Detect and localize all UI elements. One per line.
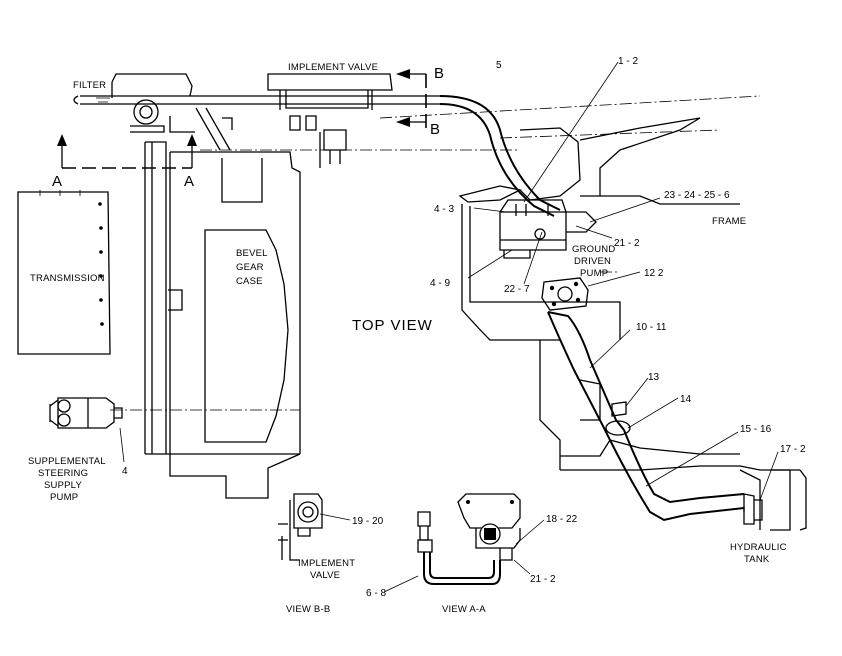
callout-18-22: 18 - 22 [546, 514, 578, 525]
section-arrow-b [396, 69, 427, 128]
steering-label: STEERING [38, 468, 88, 479]
section-a-right: A [184, 173, 195, 190]
callout-19-20: 19 - 20 [352, 516, 384, 527]
labels: FILTER IMPLEMENT VALVE B B A A TRANSMISS… [28, 62, 787, 615]
top-view-label: TOP VIEW [352, 317, 433, 334]
case-label: CASE [236, 276, 263, 287]
callout-21-2-bottom: 21 - 2 [530, 574, 556, 585]
callout-4-9: 4 - 9 [430, 278, 450, 289]
supply-label: SUPPLY [44, 480, 82, 491]
callout-22-7: 22 - 7 [504, 284, 530, 295]
centerlines [110, 95, 761, 411]
callout-5: 5 [496, 60, 502, 71]
transmission-label: TRANSMISSION [30, 273, 105, 284]
supplemental-label: SUPPLEMENTAL [28, 456, 106, 467]
tank-label: TANK [744, 554, 770, 565]
section-b-upper: B [434, 65, 445, 82]
tube-5 [439, 95, 561, 217]
callout-17-2: 17 - 2 [780, 444, 806, 455]
callouts: 1 - 2 5 4 - 3 4 - 9 22 - 7 23 - 24 - 25 … [122, 56, 806, 599]
ground-driven-pump [499, 199, 597, 259]
implement-valve-label: IMPLEMENT VALVE [288, 62, 378, 73]
gear-label: GEAR [236, 262, 264, 273]
view-bb-label: VIEW B-B [286, 604, 330, 615]
bevel-gear-case [144, 116, 301, 499]
callout-1-2: 1 - 2 [618, 56, 638, 67]
callout-13: 13 [648, 372, 660, 383]
callout-4: 4 [122, 466, 128, 477]
upper-lines [73, 95, 440, 151]
transmission-housing [17, 190, 111, 355]
ground-label: GROUND [572, 244, 615, 255]
hydraulic-label: HYDRAULIC [730, 542, 787, 553]
callout-15-16: 15 - 16 [740, 424, 772, 435]
driven-label: DRIVEN [574, 256, 611, 267]
valve-bb-label: VALVE [310, 570, 340, 581]
bevel-label: BEVEL [236, 248, 268, 259]
callout-14: 14 [680, 394, 692, 405]
frame-label: FRAME [712, 216, 746, 227]
callout-21-2-top: 21 - 2 [614, 238, 640, 249]
frame [458, 117, 807, 531]
callout-10-11: 10 - 11 [636, 322, 667, 333]
section-b-lower: B [430, 121, 441, 138]
leader-lines [119, 61, 779, 593]
view-a-a [417, 493, 521, 585]
pump-flange [541, 277, 589, 311]
pump-label: PUMP [580, 268, 608, 279]
section-a-left: A [52, 173, 63, 190]
filter [111, 73, 193, 133]
callout-4-3: 4 - 3 [434, 204, 454, 215]
callout-23-24-25-6: 23 - 24 - 25 - 6 [664, 190, 730, 201]
implement-valve-top [267, 73, 393, 168]
view-aa-label: VIEW A-A [442, 604, 486, 615]
supplemental-pump-label: PUMP [50, 492, 78, 503]
section-arrow-a [57, 134, 197, 169]
view-b-b [278, 493, 323, 561]
filter-label: FILTER [73, 80, 106, 91]
callout-6-8: 6 - 8 [366, 588, 386, 599]
tube-10-11 [547, 311, 763, 525]
supplemental-pump [49, 397, 123, 429]
implement-bb-label: IMPLEMENT [298, 558, 355, 569]
callout-12-2: 12 2 [644, 268, 664, 279]
